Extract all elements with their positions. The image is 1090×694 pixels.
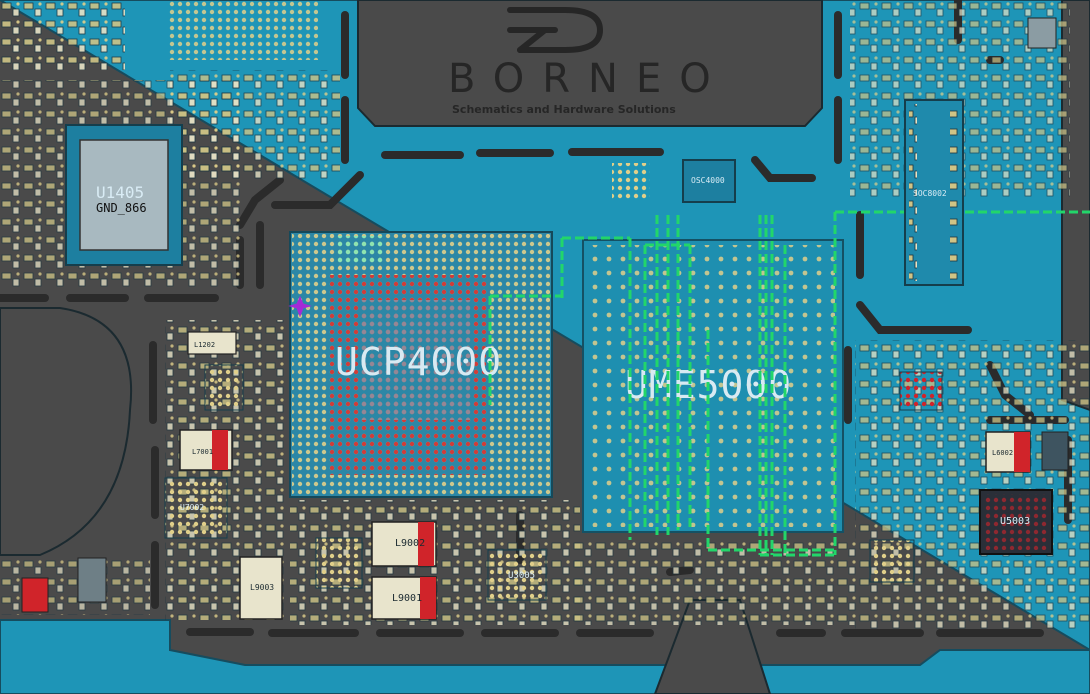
bga-left-small [204, 364, 244, 411]
inductor-l9003[interactable] [239, 556, 283, 620]
bga-right-small [899, 371, 943, 411]
pmic-label: U1405 [96, 183, 144, 202]
l1202-label: L1202 [194, 341, 215, 349]
osc4000-label: OSC4000 [691, 176, 725, 185]
red-connector-left [21, 577, 49, 613]
u3005-chip[interactable] [487, 549, 547, 601]
u3005-label: U3005 [508, 571, 535, 581]
highlighted-net[interactable] [488, 210, 1090, 557]
soc8002-label: SOC8002 [913, 189, 947, 198]
bga-bottom-small [315, 537, 363, 589]
u5003-label: U5003 [1000, 516, 1030, 527]
gray-part-top-right [1027, 17, 1057, 49]
passive-field-top-left [0, 0, 125, 70]
soc8002-pins-right [950, 104, 958, 281]
ucp4000-highlight-group [338, 236, 383, 266]
l1202-part[interactable] [187, 331, 237, 355]
l9002-label: L9002 [395, 538, 425, 549]
l9001-label: L9001 [392, 593, 422, 604]
brand-name: BORNEO [448, 56, 729, 102]
passive-field-bottom-right [575, 540, 855, 625]
u7002-chip[interactable] [164, 477, 228, 539]
borneo-logo-icon [507, 7, 604, 53]
soc8002-pins-left [909, 104, 917, 281]
l6002-pad [1014, 432, 1030, 472]
passive-field-right [855, 340, 1090, 630]
crosshair-star-icon[interactable] [288, 295, 312, 318]
l7001-label: L7001 [192, 448, 213, 456]
pmic-body[interactable] [79, 139, 169, 251]
left-cutout [0, 307, 133, 556]
bga-top [168, 0, 318, 60]
l7001-pad [212, 430, 228, 470]
inductor-l9001-pad [420, 577, 436, 619]
ucp4000-core-balls [360, 300, 470, 420]
bga-bottom-right-small [869, 539, 915, 583]
crystal-pads [612, 163, 650, 199]
gray-part-left [77, 557, 107, 603]
osc4000[interactable] [682, 159, 736, 203]
brand-tagline: Schematics and Hardware Solutions [452, 103, 676, 116]
u5003-balls [984, 494, 1048, 550]
u7002-label: U7002 [180, 503, 204, 512]
pmic-net-label: GND_866 [96, 201, 147, 215]
logo-cutout [357, 0, 823, 127]
ucp4000-label: UCP4000 [335, 340, 502, 384]
inductor-l9002-pad [418, 522, 434, 566]
l9003-label: L9003 [250, 583, 274, 592]
dark-part-right [1041, 431, 1069, 471]
l6002-label: L6002 [992, 449, 1013, 457]
passive-field-upper [170, 70, 340, 180]
